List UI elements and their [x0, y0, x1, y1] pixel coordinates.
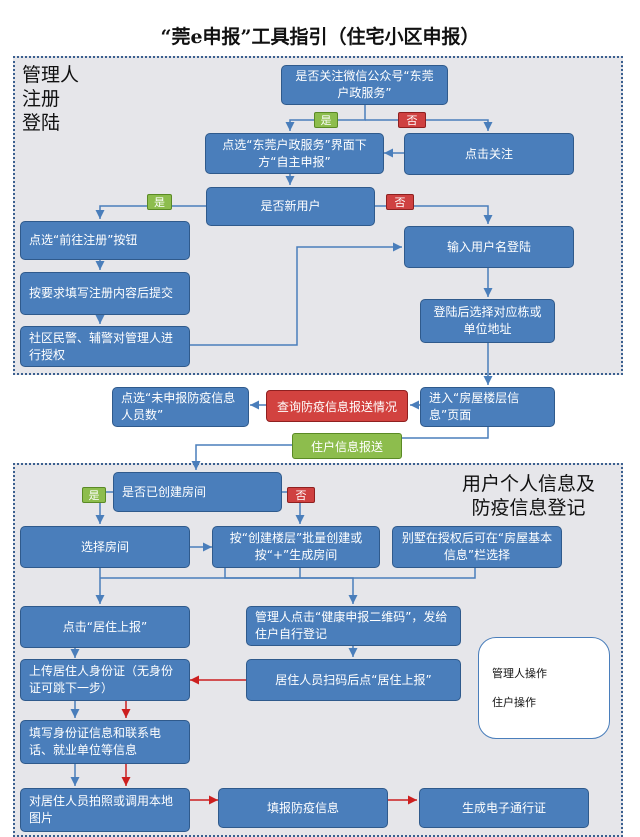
resident-info-report-button[interactable]: 住户信息报送 — [292, 433, 402, 459]
node-follow-check: 是否关注微信公众号“东莞户政服务” — [281, 65, 448, 105]
node-click-self-report: 点选“东莞户政服务”界面下方“自主申报” — [205, 133, 384, 174]
node-photo-local: 对居住人员拍照或调用本地图片 — [20, 788, 190, 832]
node-fill-id-info: 填写身份证信息和联系电话、就业单位等信息 — [20, 720, 190, 764]
region-resident-info-label: 用户个人信息及 防疫信息登记 — [462, 473, 595, 521]
node-choose-building: 登陆后选择对应栋或单位地址 — [420, 299, 555, 343]
node-fill-epidemic: 填报防疫信息 — [218, 788, 388, 828]
node-resident-scan: 居住人员扫码后点“居住上报” — [246, 659, 461, 701]
node-manager-qrcode: 管理人点击“健康申报二维码”，发给住户自行登记 — [246, 606, 461, 646]
node-villa-select: 别墅在授权后可在“房屋基本信息”栏选择 — [392, 526, 562, 568]
node-upload-id: 上传居住人身份证（无身份证可跳下一步） — [20, 659, 190, 701]
region-label-line: 注册 — [22, 87, 61, 110]
node-fill-register: 按要求填写注册内容后提交 — [20, 272, 190, 315]
node-click-resident-report: 点击“居住上报” — [20, 606, 190, 648]
node-enter-building-page: 进入“房屋楼层信息”页面 — [420, 387, 555, 427]
node-gen-pass: 生成电子通行证 — [419, 788, 589, 828]
node-is-new-user: 是否新用户 — [206, 187, 375, 226]
legend-resident-op: 住户操作 — [492, 696, 536, 709]
region-label-line: 管理人 — [22, 64, 80, 86]
yes-tag: 是 — [82, 487, 106, 503]
node-select-room: 选择房间 — [20, 526, 190, 568]
region-manager-login-label: 管理人 注册 登陆 — [22, 64, 79, 135]
arrow — [365, 119, 493, 131]
node-room-created-check: 是否已创建房间 — [113, 472, 282, 512]
arrow — [100, 577, 358, 604]
arrow — [400, 426, 489, 439]
arrow — [224, 568, 476, 579]
node-unreported-count: 点选“未申报防疫信息人员数” — [112, 387, 249, 427]
check-report-status-button[interactable]: 查询防疫信息报送情况 — [266, 390, 408, 422]
yes-tag: 是 — [147, 194, 172, 210]
region-label-line: 防疫信息登记 — [471, 496, 586, 519]
node-click-follow: 点击关注 — [404, 133, 574, 175]
region-label-line: 登陆 — [22, 111, 61, 134]
page-title: “莞e申报”工具指引（住宅小区申报） — [160, 26, 480, 48]
arrow — [190, 242, 402, 346]
no-tag: 否 — [287, 487, 315, 503]
legend — [478, 637, 610, 739]
node-batch-create: 按“创建楼层”批量创建或按“+”生成房间 — [212, 526, 380, 568]
legend-manager-op: 管理人操作 — [492, 667, 547, 680]
node-goto-register: 点选“前往注册”按钮 — [20, 221, 190, 260]
node-police-authorize: 社区民警、辅警对管理人进行授权 — [20, 326, 190, 367]
yes-tag: 是 — [314, 112, 338, 128]
no-tag: 否 — [386, 194, 414, 210]
region-label-line: 用户个人信息及 — [462, 473, 596, 495]
no-tag: 否 — [398, 112, 426, 128]
node-username-login: 输入用户名登陆 — [404, 226, 574, 268]
arrow — [191, 444, 292, 470]
